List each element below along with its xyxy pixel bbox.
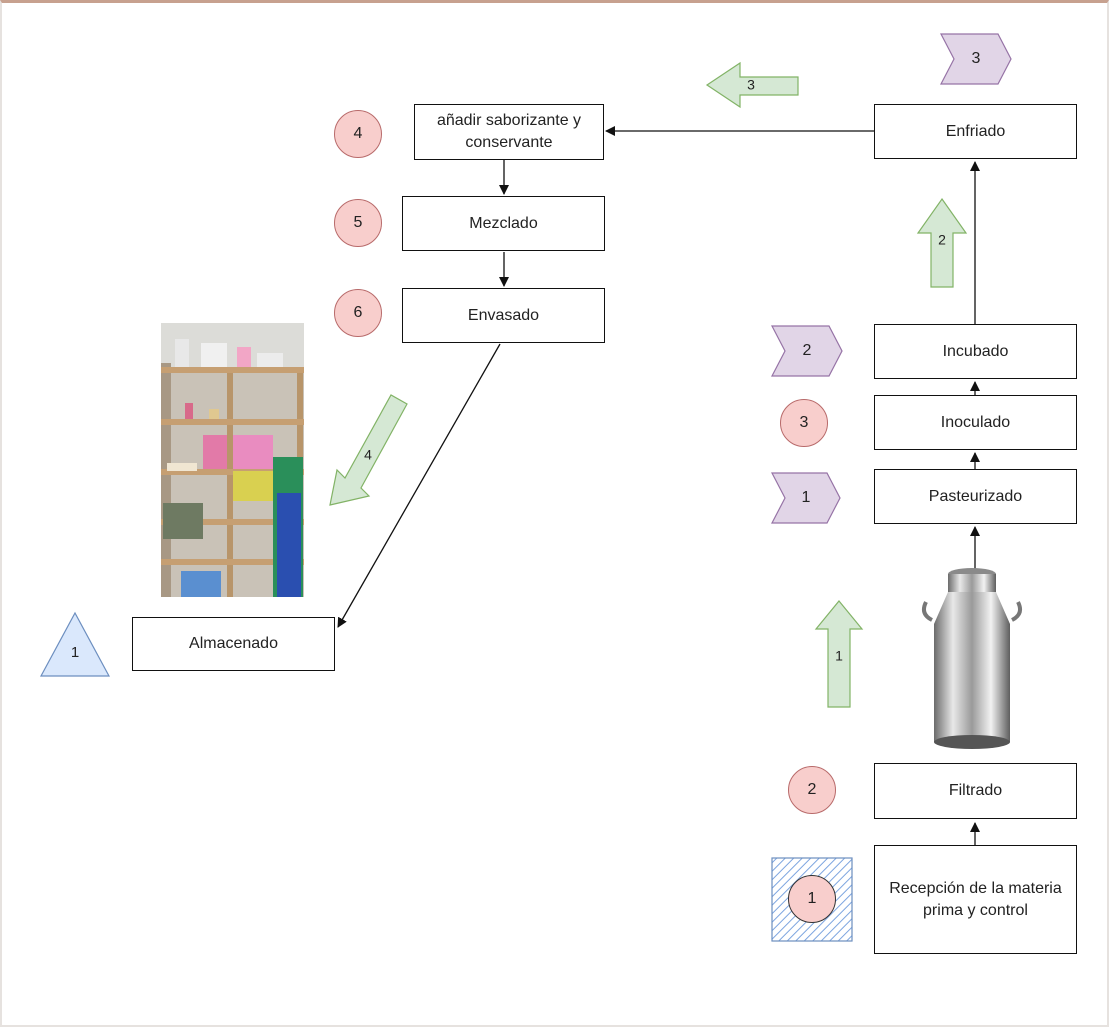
- transport-arrow-1: 1: [814, 600, 864, 708]
- storage-room-photo: [161, 323, 304, 597]
- transport-arrow-1-label: 1: [835, 648, 843, 664]
- process-step-enfriado: Enfriado: [874, 104, 1077, 159]
- connector-envasado-almacenado: [337, 343, 501, 628]
- operation-marker-inoculado-label: 3: [799, 414, 809, 431]
- delay-marker-enfriado-label: 3: [971, 50, 981, 67]
- process-step-envasado: Envasado: [402, 288, 605, 343]
- process-step-recepcion-label: Recepción de la materia prima y control: [889, 879, 1062, 919]
- operation-marker-envasado: 6: [334, 289, 382, 337]
- storage-triangle-label: 1: [71, 644, 79, 661]
- milk-can-image: [922, 568, 1022, 749]
- operation-marker-filtrado-label: 2: [807, 781, 817, 798]
- transport-arrow-2-label: 2: [938, 232, 946, 248]
- storage-triangle: 1: [39, 611, 111, 677]
- process-step-almacenado: Almacenado: [132, 617, 335, 671]
- process-step-pasteurizado: Pasteurizado: [874, 469, 1077, 524]
- process-step-inoculado: Inoculado: [874, 395, 1077, 450]
- process-step-inoculado-label: Inoculado: [940, 413, 1011, 431]
- delay-marker-incubado-label: 2: [802, 342, 812, 359]
- operation-marker-envasado-label: 6: [353, 304, 363, 321]
- transport-arrow-3: 3: [705, 61, 799, 109]
- operation-marker-anadir-label: 4: [353, 125, 363, 142]
- process-step-incubado: Incubado: [874, 324, 1077, 379]
- process-step-almacenado-label: Almacenado: [189, 635, 278, 653]
- process-step-enfriado-label: Enfriado: [945, 122, 1006, 140]
- delay-marker-incubado: 2: [771, 325, 843, 377]
- transport-arrow-3-label: 3: [747, 77, 755, 93]
- operation-marker-inoculado: 3: [780, 399, 828, 447]
- process-step-recepcion: Recepción de la materia prima y control: [874, 845, 1077, 954]
- transport-arrow-4-label: 4: [364, 447, 372, 463]
- operation-marker-anadir: 4: [334, 110, 382, 158]
- connectors-layer: 1 2 3 4 1: [39, 61, 980, 942]
- delay-marker-pasteurizado: 1: [771, 472, 841, 524]
- operation-marker-recepcion-label: 1: [807, 890, 817, 907]
- process-step-pasteurizado-label: Pasteurizado: [928, 487, 1023, 505]
- process-step-mezclado-label: Mezclado: [469, 214, 538, 232]
- process-step-incubado-label: Incubado: [942, 342, 1009, 360]
- delay-marker-pasteurizado-label: 1: [801, 489, 811, 506]
- process-step-filtrado: Filtrado: [874, 763, 1077, 819]
- transport-arrow-2: 2: [916, 197, 968, 288]
- operation-marker-mezclado-label: 5: [353, 214, 363, 231]
- process-step-filtrado-label: Filtrado: [948, 782, 1003, 800]
- process-step-mezclado: Mezclado: [402, 196, 605, 251]
- delay-marker-enfriado: 3: [940, 33, 1012, 85]
- operation-marker-mezclado: 5: [334, 199, 382, 247]
- operation-marker-recepcion: 1: [788, 875, 836, 923]
- process-step-envasado-label: Envasado: [467, 306, 540, 324]
- operation-marker-filtrado: 2: [788, 766, 836, 814]
- process-step-anadir: añadir saborizante y conservante: [414, 104, 604, 160]
- transport-arrow-4: 4: [329, 394, 408, 506]
- process-step-anadir-label: añadir saborizante y conservante: [436, 112, 582, 151]
